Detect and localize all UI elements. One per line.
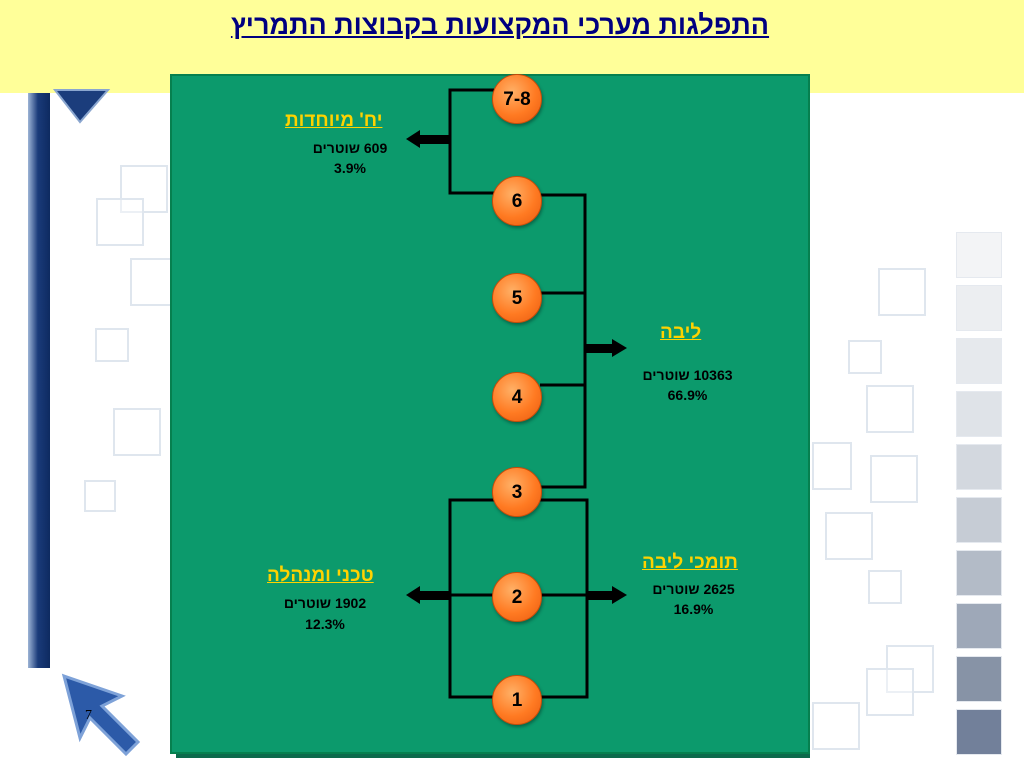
left-decorative-bar <box>28 93 50 668</box>
group-technical-admin-name: טכני ומנהלה <box>267 565 374 586</box>
node-level-6: 6 <box>492 176 542 226</box>
decorative-square <box>870 455 918 503</box>
decorative-square <box>96 198 144 246</box>
chevron-decoration <box>52 89 111 124</box>
node-level-5: 5 <box>492 273 542 323</box>
group-core-support-count: 2625 שוטרים <box>652 581 735 597</box>
decorative-gradient-square <box>956 444 1002 490</box>
group-special-units-name: יח' מיוחדות <box>285 110 383 131</box>
group-core-name: ליבה <box>660 322 702 343</box>
group-core-percent: 66.9% <box>667 387 708 403</box>
decorative-square <box>868 570 902 604</box>
node-level-2: 2 <box>492 572 542 622</box>
decorative-square <box>812 442 852 490</box>
group-technical-admin-percent: 12.3% <box>305 616 345 632</box>
decorative-square <box>825 512 873 560</box>
decorative-square <box>848 340 882 374</box>
decorative-gradient-square <box>956 709 1002 755</box>
node-level-4: 4 <box>492 372 542 422</box>
node-level-1: 1 <box>492 675 542 725</box>
decorative-square <box>95 328 129 362</box>
group-special-units-percent: 3.9% <box>334 160 366 176</box>
decorative-square <box>120 165 168 213</box>
decorative-gradient-square <box>956 603 1002 649</box>
group-core-support-name: תומכי ליבה <box>642 552 738 573</box>
decorative-square <box>878 268 926 316</box>
decorative-square <box>113 408 161 456</box>
decorative-square <box>866 385 914 433</box>
group-technical-admin-count: 1902 שוטרים <box>283 595 367 611</box>
arrow-cursor-icon <box>61 673 141 757</box>
decorative-gradient-square <box>956 497 1002 543</box>
decorative-gradient-square <box>956 285 1002 331</box>
group-special-units-count: 609 שוטרים <box>312 140 388 156</box>
decorative-square <box>812 702 860 750</box>
decorative-square <box>866 668 914 716</box>
node-level-3: 3 <box>492 467 542 517</box>
slide-title: התפלגות מערכי המקצועות בקבוצות התמריץ <box>230 10 770 40</box>
group-core-count: 10363 שוטרים <box>642 367 733 383</box>
decorative-gradient-square <box>956 550 1002 596</box>
slide-number: 7 <box>85 708 92 723</box>
decorative-gradient-square <box>956 391 1002 437</box>
node-level-7-8: 7-8 <box>492 74 542 124</box>
decorative-gradient-square <box>956 338 1002 384</box>
group-core-support-percent: 16.9% <box>673 601 714 617</box>
decorative-gradient-square <box>956 232 1002 278</box>
decorative-gradient-square <box>956 656 1002 702</box>
diagram-panel <box>170 74 810 754</box>
decorative-square <box>84 480 116 512</box>
